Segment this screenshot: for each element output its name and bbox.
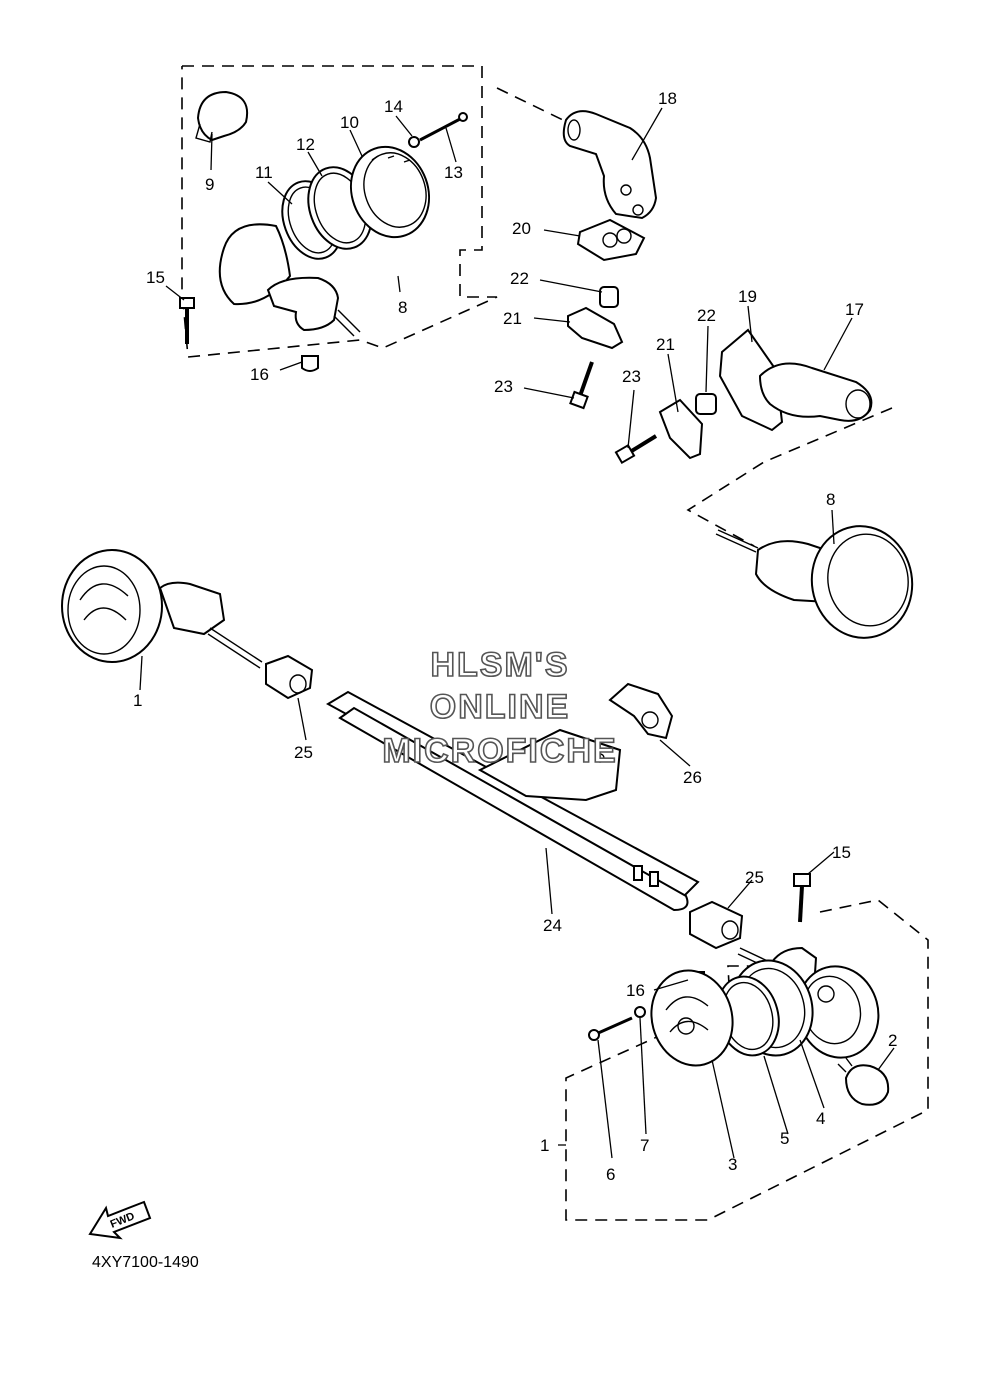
callout-23-upper: 23 [494, 377, 513, 396]
callout-25-left: 25 [294, 743, 313, 762]
callout-14: 14 [384, 97, 403, 116]
callout-15-upper: 15 [146, 268, 165, 287]
callout-5: 5 [780, 1129, 789, 1148]
callout-16-lower: 16 [626, 981, 645, 1000]
turn-signal-part-8-right [715, 525, 914, 639]
diagram-code: 4XY7100-1490 [92, 1254, 199, 1271]
bolt-part-23-lower [614, 434, 658, 465]
callout-21-upper: 21 [503, 309, 522, 328]
callout-4: 4 [816, 1109, 825, 1128]
callout-17: 17 [845, 300, 864, 319]
upper-left-assembly [181, 65, 498, 358]
callout-12: 12 [296, 135, 315, 154]
callout-26: 26 [683, 768, 702, 787]
callout-18: 18 [658, 89, 677, 108]
callout-23-lower: 23 [622, 367, 641, 386]
callout-11: 11 [255, 163, 273, 182]
bulb-part-9 [195, 90, 248, 143]
callout-9: 9 [205, 175, 214, 194]
watermark-line-2: ONLINE [430, 688, 570, 726]
callout-7: 7 [640, 1136, 649, 1155]
callout-13: 13 [444, 163, 463, 182]
callout-16-upper: 16 [250, 365, 269, 384]
callout-10: 10 [340, 113, 359, 132]
group-leader-18 [496, 87, 564, 121]
clamp-part-21-lower [658, 398, 704, 460]
callout-21-lower: 21 [656, 335, 675, 354]
callout-19: 19 [738, 287, 757, 306]
lower-right-assembly [565, 899, 929, 1221]
collar-part-22-lower [695, 393, 717, 415]
callout-1-left: 1 [133, 691, 142, 710]
bracket-part-17 [758, 362, 873, 422]
damper-part-25-left [265, 654, 314, 700]
callout-25-right: 25 [745, 868, 764, 887]
screw-part-13 [419, 112, 468, 142]
washer-part-7 [634, 1006, 646, 1018]
bolt-part-15-lower [793, 873, 811, 923]
bulb-part-2 [837, 1057, 890, 1106]
callout-6: 6 [606, 1165, 615, 1184]
stay-part-24 [325, 690, 700, 912]
watermark-line-1: HLSM'S [430, 646, 569, 684]
screw-part-6 [588, 1016, 633, 1041]
lens-part-11 [218, 223, 292, 306]
group-1-boundary-lower-right [565, 899, 929, 1221]
watermark-line-3: MICROFICHE [382, 732, 617, 770]
callout-22-lower: 22 [697, 306, 716, 325]
clamp-part-21-upper [567, 306, 624, 350]
part-callouts: 9 11 12 10 14 13 15 8 16 18 20 22 21 23 … [133, 89, 897, 1184]
grommet-part-16-upper [301, 355, 319, 372]
callout-24: 24 [543, 916, 562, 935]
plate-part-20 [576, 218, 646, 262]
leader-lines [139, 107, 895, 1159]
callout-8-right: 8 [826, 490, 835, 509]
damper-part-25-right [689, 900, 744, 950]
callout-2: 2 [888, 1031, 897, 1050]
callout-22-upper: 22 [510, 269, 529, 288]
upper-right-assembly [496, 87, 914, 639]
callout-8-upper: 8 [398, 298, 407, 317]
lens-part-3 [650, 969, 734, 1067]
group-leader-8-right [686, 407, 893, 547]
stalk-upper-left [266, 276, 361, 337]
callout-20: 20 [512, 219, 531, 238]
turn-signal-part-1-left [61, 549, 263, 669]
nut-part-14 [408, 136, 420, 148]
group-8-boundary-upper-left [181, 65, 498, 358]
bracket-part-18 [562, 110, 658, 220]
watermark: HLSM'S ONLINE MICROFICHE [382, 645, 617, 771]
collar-part-22-upper [599, 286, 619, 308]
clamp-part-26 [608, 682, 674, 740]
housing-part-10 [349, 145, 431, 239]
bolt-part-15-upper [179, 297, 195, 344]
callout-1-right: 1 [540, 1136, 549, 1155]
stay-part-19 [718, 328, 784, 432]
callout-3: 3 [728, 1155, 737, 1174]
bolt-part-23-upper [569, 361, 594, 410]
callout-15-lower: 15 [832, 843, 851, 862]
fwd-arrow-icon: FWD [88, 1200, 152, 1240]
